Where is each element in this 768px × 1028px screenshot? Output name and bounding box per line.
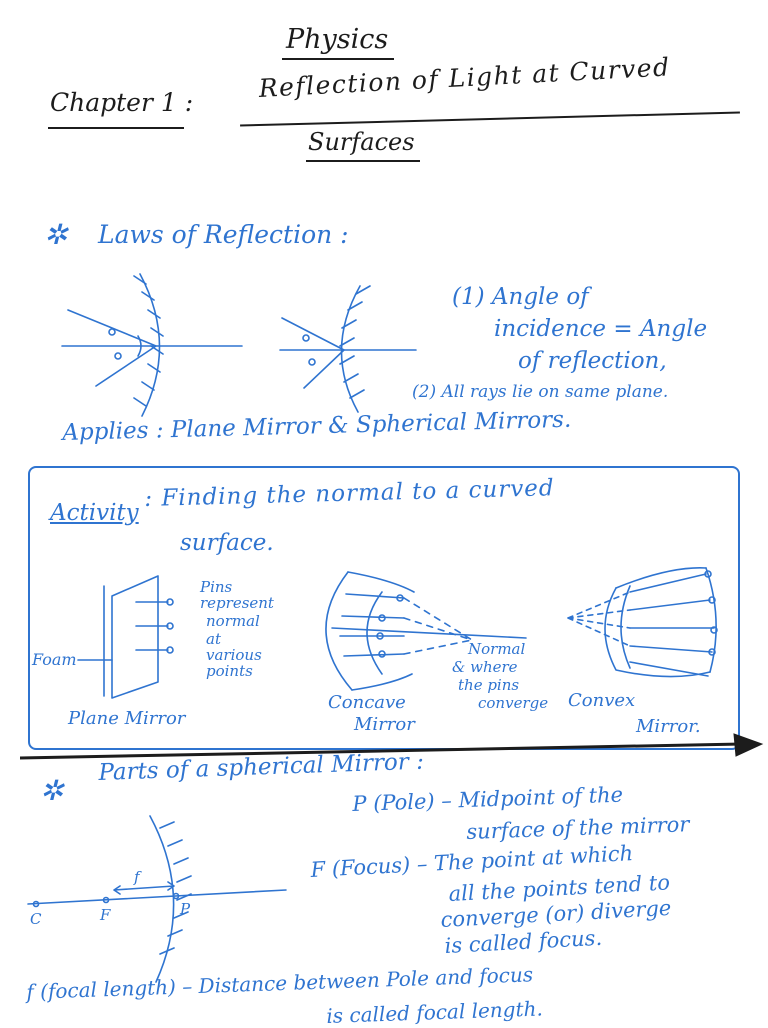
concave-mirror-pins-diagram bbox=[325, 571, 527, 691]
concave-caption-2: Mirror bbox=[354, 714, 415, 735]
divider-arrow bbox=[20, 733, 764, 760]
law2-text: (2) All rays lie on same plane. bbox=[412, 382, 669, 402]
pins-note-3: normal bbox=[206, 612, 260, 630]
title2-underline bbox=[306, 160, 420, 162]
focal-length-line2: is called focal length. bbox=[326, 996, 544, 1028]
focus-line4: is called focus. bbox=[444, 925, 603, 958]
pole-line1: P (Pole) – Midpoint of the bbox=[352, 782, 624, 816]
normal-note-4: converge bbox=[478, 694, 549, 712]
pins-note-4: at bbox=[206, 630, 221, 648]
foam-label: Foam bbox=[32, 650, 77, 669]
page-subject: Physics bbox=[286, 24, 389, 55]
flower-icon: ✲ bbox=[40, 774, 64, 807]
reflection-diagram-convex bbox=[279, 285, 417, 413]
law1-line1: (1) Angle of bbox=[452, 284, 589, 310]
label-p: P bbox=[179, 900, 191, 918]
subject-underline bbox=[282, 58, 394, 60]
pins-note-2: represent bbox=[200, 594, 274, 612]
label-f-length: f bbox=[133, 868, 142, 886]
activity-title-line2: surface. bbox=[180, 530, 274, 556]
plane-mirror-caption: Plane Mirror bbox=[68, 708, 186, 729]
reflection-diagram-concave bbox=[61, 273, 243, 417]
chapter-underline bbox=[48, 127, 184, 129]
pins-note-5: various bbox=[206, 646, 262, 664]
label-f-point: F bbox=[99, 906, 111, 924]
concave-caption-1: Concave bbox=[328, 692, 406, 713]
laws-heading: Laws of Reflection : bbox=[98, 220, 349, 249]
law1-line3: of reflection, bbox=[518, 348, 667, 374]
normal-note-3: the pins bbox=[458, 676, 520, 694]
law1-line2: incidence = Angle bbox=[494, 316, 708, 342]
pole-line2: surface of the mirror bbox=[466, 812, 690, 844]
chapter-label: Chapter 1 : bbox=[50, 88, 194, 117]
convex-mirror-pins-diagram bbox=[567, 567, 718, 678]
pins-note-1: Pins bbox=[200, 578, 233, 596]
star-icon: ✲ bbox=[44, 218, 68, 251]
normal-note-1: Normal bbox=[468, 640, 526, 658]
convex-caption-1: Convex bbox=[568, 690, 636, 711]
chapter-title-line2: Surfaces bbox=[308, 128, 415, 156]
spherical-mirror-diagram: C F P f bbox=[27, 815, 287, 983]
pins-note-6: points bbox=[206, 662, 253, 680]
chapter-title-line1: Reflection of Light at Curved bbox=[258, 52, 672, 103]
title-underline bbox=[240, 111, 740, 127]
activity-box bbox=[28, 466, 740, 750]
normal-note-2: & where bbox=[452, 658, 518, 676]
plane-mirror-pins-diagram bbox=[77, 575, 174, 699]
convex-caption-2: Mirror. bbox=[636, 716, 701, 737]
label-c: C bbox=[30, 910, 42, 928]
activity-label: Activity bbox=[50, 500, 139, 526]
